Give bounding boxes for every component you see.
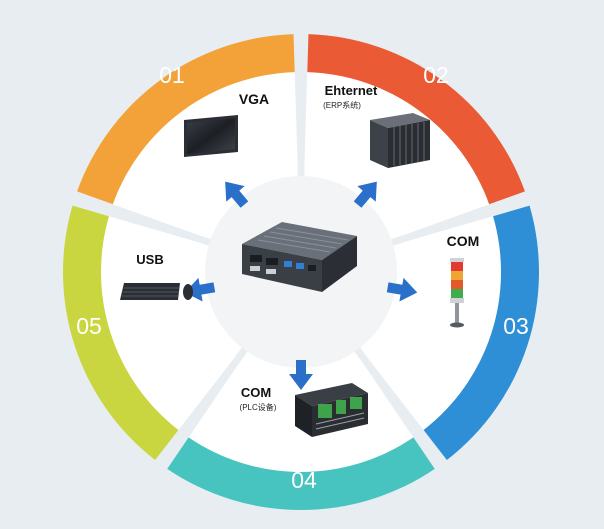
arc-04 [167, 437, 435, 511]
industrial-pc-icon [242, 222, 357, 292]
signal-tower-light-icon [450, 258, 464, 328]
labels: VGA Ehternet (ERP系统) COM COM (PLC设备) USB [136, 83, 479, 412]
arc-02 [307, 34, 525, 205]
label-com-tower: COM [447, 233, 480, 249]
segment-numbers: 01 02 03 04 05 [76, 62, 529, 493]
arc-05 [63, 205, 179, 461]
arrow-to-02 [353, 181, 377, 208]
segment-number-04: 04 [291, 467, 317, 493]
plc-module-icon [295, 383, 368, 437]
segment-number-02: 02 [423, 62, 449, 88]
arrow-to-03 [386, 277, 418, 302]
segment-number-05: 05 [76, 313, 102, 339]
segment-number-01: 01 [159, 62, 185, 88]
segment-number-03: 03 [503, 313, 529, 339]
label-vga: VGA [239, 91, 269, 107]
keyboard-mouse-icon [120, 283, 193, 300]
arrow-to-01 [225, 181, 249, 208]
label-usb: USB [136, 252, 163, 267]
label-ethernet: Ehternet [325, 83, 378, 98]
arc-03 [423, 205, 539, 461]
server-rack-icon [370, 113, 430, 168]
sublabel-ethernet: (ERP系统) [323, 100, 361, 110]
arrow-to-04 [289, 360, 313, 390]
monitor-icon [184, 115, 238, 157]
colored-arcs [63, 34, 539, 511]
arc-01 [77, 34, 295, 205]
label-com-plc: COM [241, 385, 271, 400]
sublabel-com-plc: (PLC设备) [240, 402, 277, 412]
